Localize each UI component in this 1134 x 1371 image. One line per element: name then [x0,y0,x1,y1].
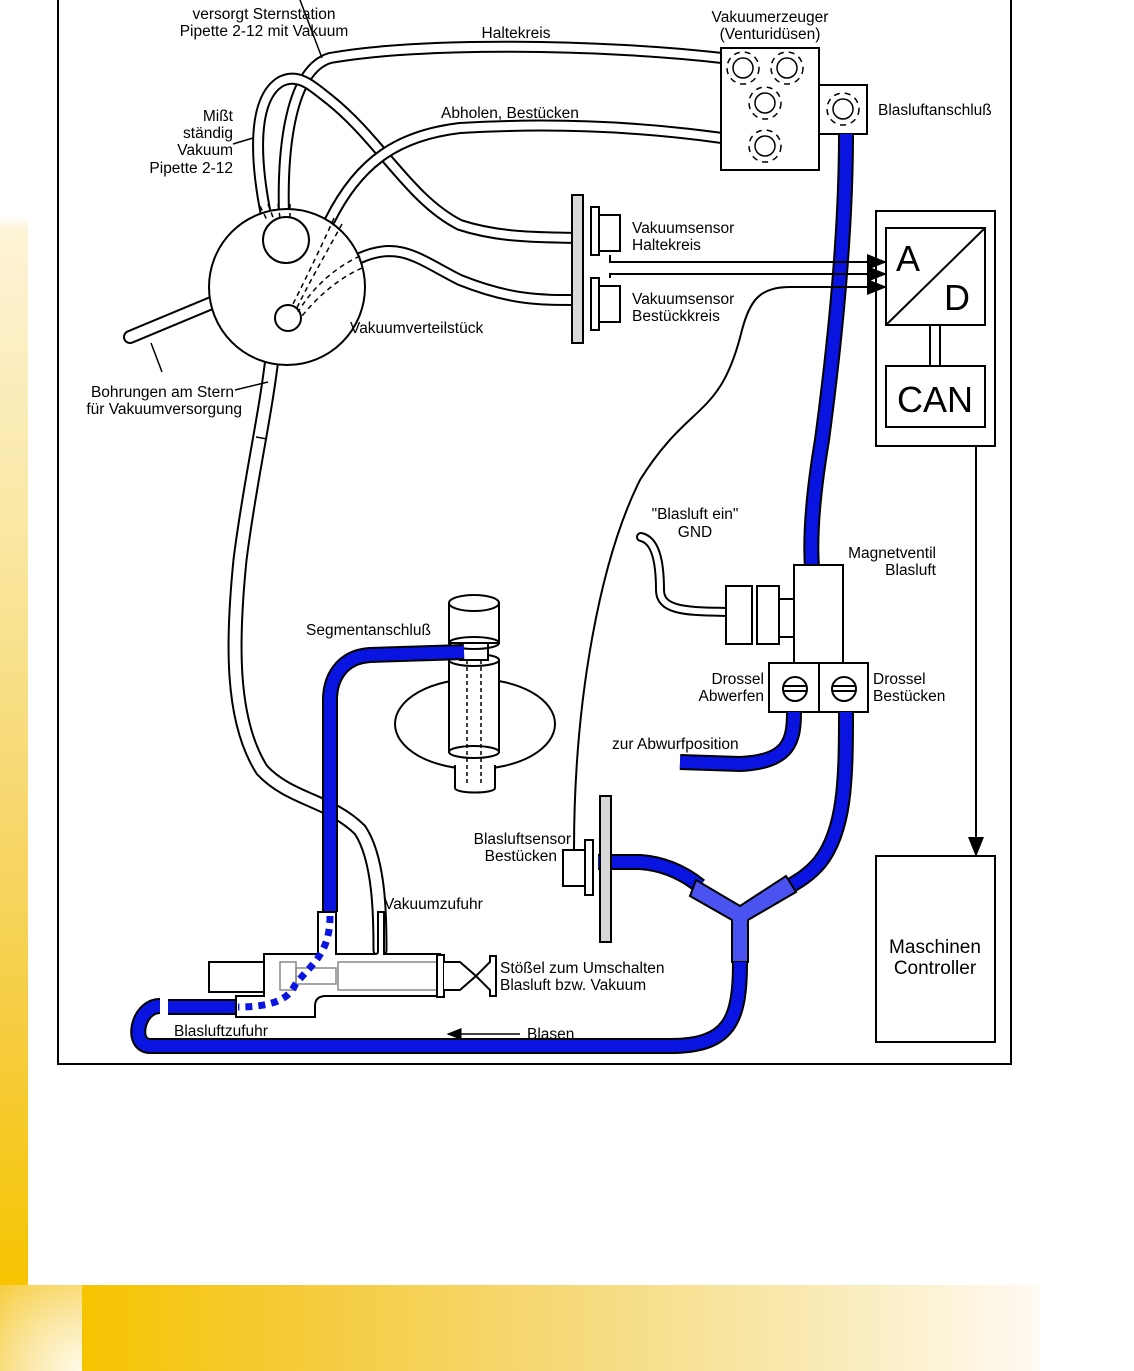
diagram-frame [57,0,1012,1065]
y-junction [688,874,798,963]
label-blasluftsensor-1: Blasluftsensor [474,831,571,848]
label-bohrungen-1: Bohrungen am Stern [91,384,234,401]
label-drossel-best-2: Bestücken [873,688,945,705]
leader-versorgt [299,0,323,59]
label-vs-best-2: Bestückkreis [632,308,720,325]
label-blasluftanschluss: Blasluftanschluß [878,102,992,119]
vacuum-sensor-plate [571,194,621,344]
blow-air-pipe-return [130,961,748,1054]
signal-wire-haltekreis [609,254,887,270]
switching-valve [208,911,497,1018]
tube-abholen-bestuecken [324,119,728,226]
tube-measuring-loop [252,72,580,244]
decorative-corner-block [0,1285,82,1371]
label-stoessel-1: Stößel zum Umschalten [500,960,665,977]
label-drossel-abw-1: Drossel [711,671,764,688]
blow-air-pipe-sensor-branch [598,854,705,893]
blow-air-pipe-abwurf [679,711,802,773]
label-vakuumverteilstueck: Vakuumverteilstück [350,320,483,337]
signal-wire-blasluftsensor [573,279,887,851]
label-maschinen: Maschinen [889,937,981,958]
label-controller: Controller [894,958,977,979]
label-vs-halte-2: Haltekreis [632,237,701,254]
decorative-bottom-bar [82,1285,1040,1371]
leader-misst [232,137,254,145]
adc-can-module [875,210,996,447]
label-blasen: Blasen [527,1026,574,1043]
label-adc-a: A [896,238,920,279]
label-drossel-abw-2: Abwerfen [699,688,764,705]
magnet-valve-blasluft [636,532,869,713]
blow-air-pipe-segment [322,644,465,912]
label-can: CAN [897,379,973,420]
label-misst-3: Vakuum [177,142,233,159]
blow-air-pipe-main [803,133,854,569]
signal-wire-bestueckkreis [609,266,887,282]
label-haltekreis: Haltekreis [482,25,551,42]
label-stoessel-2: Blasluft bzw. Vakuum [500,977,646,994]
label-segmentanschluss: Segmentanschluß [306,622,431,639]
tube-vakuumzufuhr [227,342,388,958]
machine-controller-box [875,855,996,1043]
label-abholen: Abholen, Bestücken [441,105,579,122]
blow-air-connector [818,84,868,135]
label-drossel-best-1: Drossel [873,671,926,688]
label-blasluftsensor-2: Bestücken [485,848,557,865]
leader-bohrungen-2 [234,381,269,391]
blow-air-sensor [562,795,612,943]
tube-bestueckkreis [354,244,580,306]
label-vs-halte-1: Vakuumsensor [632,220,734,237]
label-vakuumzufuhr: Vakuumzufuhr [384,896,483,913]
tube-haltekreis [277,40,728,221]
tube-joint-mark [255,436,268,440]
label-bohrungen-2: für Vakuumversorgung [86,401,242,418]
label-misst-1: Mißt [203,108,234,125]
label-misst-2: ständig [183,125,233,142]
leader-bohrungen-1 [150,342,163,373]
label-blasluft-ein: "Blasluft ein" [652,506,739,523]
decorative-left-bar [0,0,28,1285]
vacuum-distributor [208,203,366,366]
vacuum-generator-venturi [720,47,820,171]
label-magnetventil-2: Blasluft [885,562,937,579]
label-blasluftzufuhr: Blasluftzufuhr [174,1023,268,1040]
label-versorgt-2: Pipette 2-12 mit Vakuum [180,23,349,40]
label-gnd: GND [678,524,712,541]
segment-connector [394,594,556,794]
label-versorgt-1: versorgt Sternstation [192,6,335,23]
tube-bohrungen-stub [123,295,221,344]
label-misst-4: Pipette 2-12 [149,160,233,177]
label-zur-abwurf: zur Abwurfposition [612,736,739,753]
label-vakuumerzeuger-2: (Venturidüsen) [720,26,821,43]
label-vs-best-1: Vakuumsensor [632,291,734,308]
label-adc-d: D [944,277,970,318]
label-magnetventil-1: Magnetventil [848,545,936,562]
label-vakuumerzeuger-1: Vakuumerzeuger [712,9,829,26]
